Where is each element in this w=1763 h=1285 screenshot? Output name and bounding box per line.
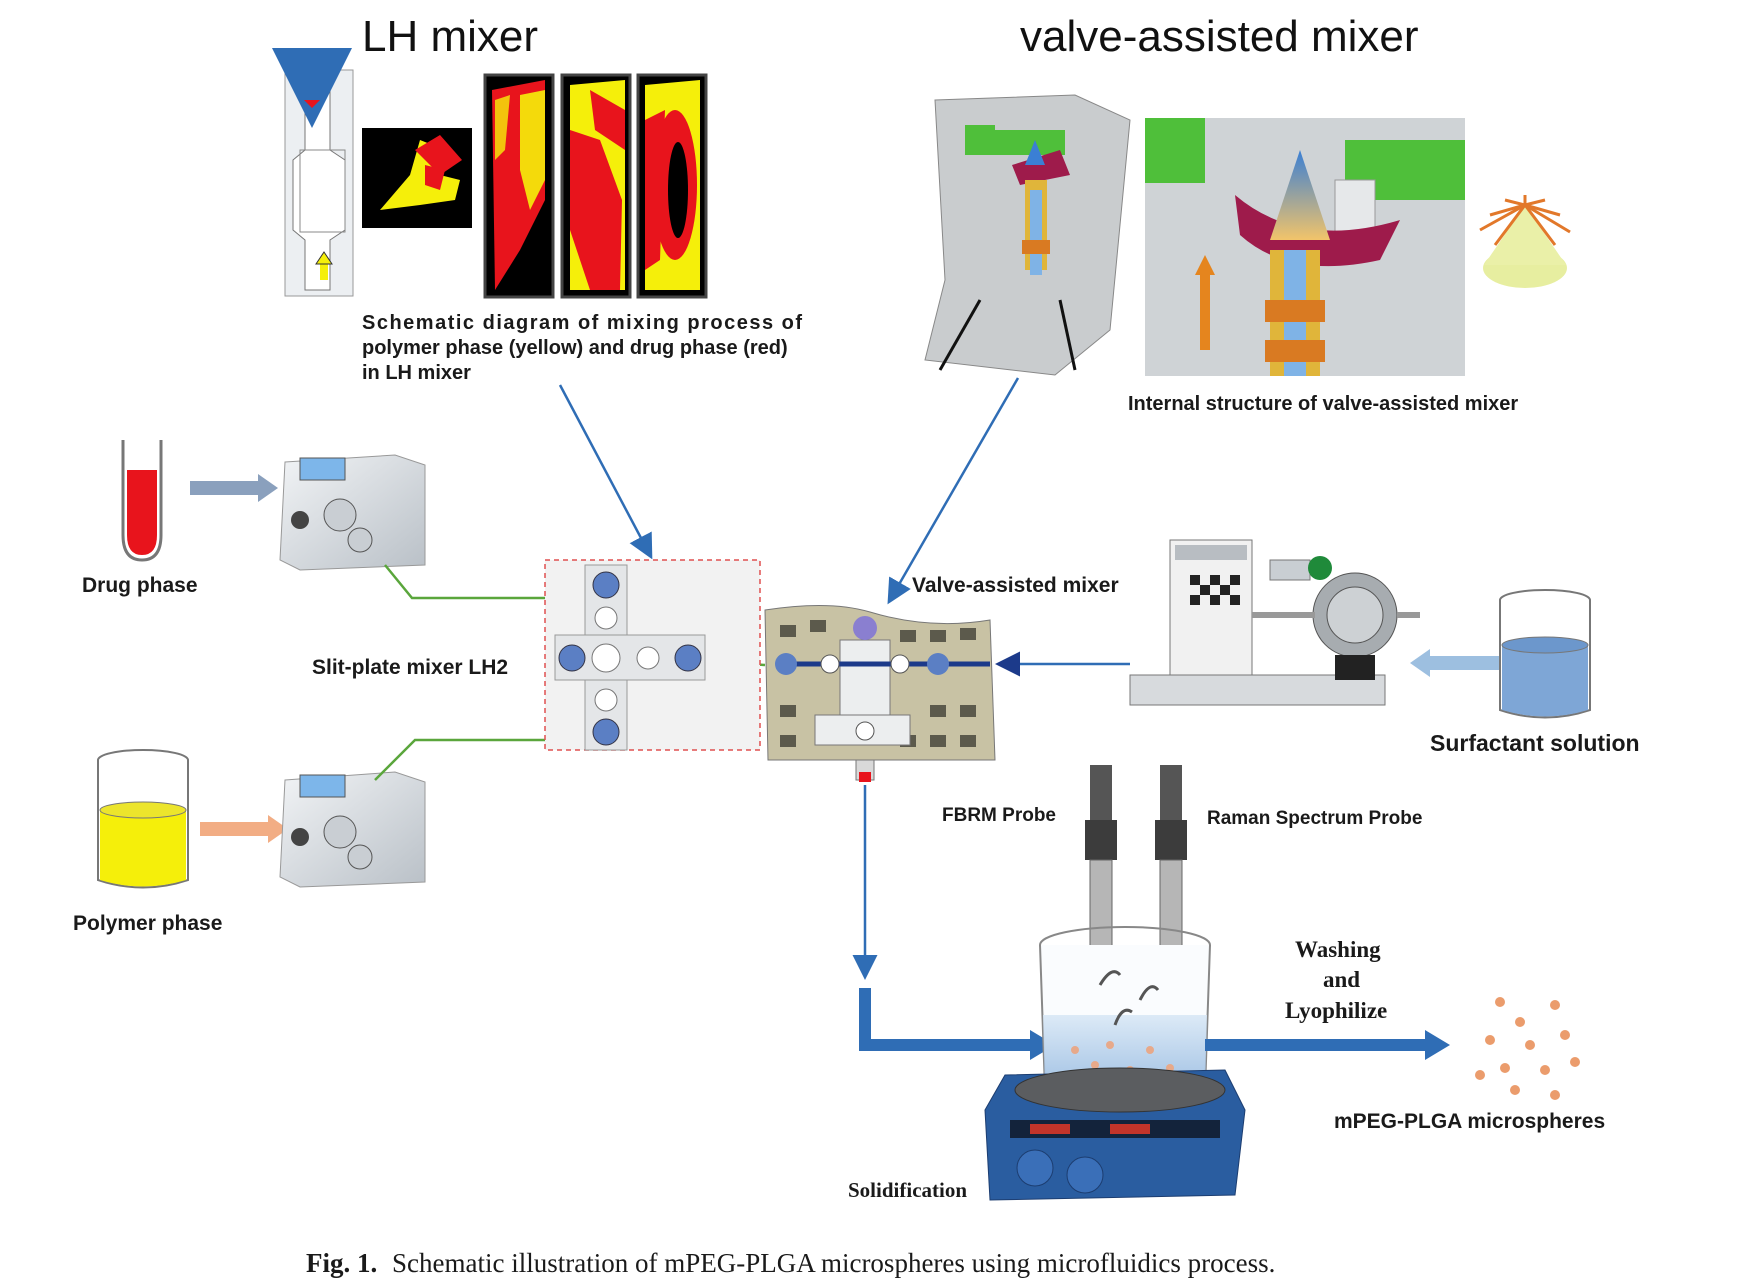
valve-caption: Internal structure of valve-assisted mix… [1128,393,1519,415]
drug-pump-icon [279,454,426,571]
valve-mixer-label: Valve-assisted mixer [912,574,1119,597]
washing-label-1: Washing [1295,937,1381,962]
slit-plate-label: Slit-plate mixer LH2 [312,656,509,679]
magnetic-stirrer-icon [984,1067,1246,1201]
washing-label-2: and [1323,967,1361,992]
flow-controller-icon [1129,539,1420,706]
drug-phase-label: Drug phase [82,574,198,597]
lh-caption-line3: in LH mixer [362,362,471,384]
figure-number: Fig. 1. [306,1248,378,1278]
lh-caption-line1: Schematic diagram of mixing process of [362,312,804,334]
lh-to-slitplate-arrow [558,384,653,560]
valve-mixer-title: valve-assisted mixer [1020,12,1419,61]
valve-mixer-plate [764,604,996,782]
polymer-beaker-icon [97,749,189,889]
microspheres-icon [1475,997,1580,1100]
solidification-label: Solidification [848,1178,968,1202]
figure-caption: Fig. 1. Schematic illustration of mPEG-P… [306,1248,1275,1279]
lh-mixer-panel [272,48,708,299]
spray-cone-icon [1479,195,1571,288]
figure-caption-text: Schematic illustration of mPEG-PLGA micr… [392,1248,1276,1278]
raman-label: Raman Spectrum Probe [1207,808,1423,829]
polymer-phase-label: Polymer phase [73,912,223,935]
valve-to-mixer-arrow [887,377,1020,605]
drug-tube-icon [121,440,163,562]
microspheres-label: mPEG-PLGA microspheres [1334,1110,1606,1133]
washing-label-3: Lyophilize [1285,998,1388,1023]
mixing-panel-1 [483,73,555,299]
mixing-panel-3 [636,73,708,299]
to-beaker-arrow [859,988,1030,1051]
valve-mixer-block [924,94,1131,376]
surfactant-beaker-icon [1499,589,1591,719]
polymer-pump-icon [279,771,426,888]
lh-mixer-title: LH mixer [362,12,539,61]
surfactant-label: Surfactant solution [1430,730,1640,756]
slit-plate-mixer [544,559,761,751]
fbrm-label: FBRM Probe [942,805,1056,826]
valve-mixer-internal [1145,118,1465,376]
mixing-panel-2 [560,73,632,299]
lh-caption-line2: polymer phase (yellow) and drug phase (r… [362,337,788,359]
